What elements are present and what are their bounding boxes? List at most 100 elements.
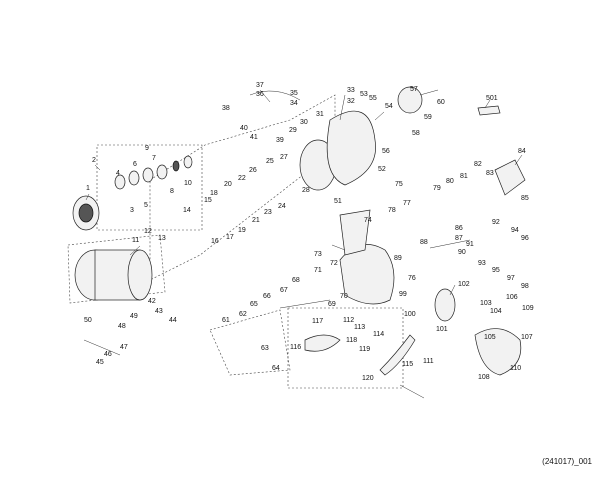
part-number-label: 39	[276, 137, 284, 144]
part-number-label: 54	[385, 103, 393, 110]
part-number-label: 97	[507, 275, 515, 282]
part-number-label: 32	[347, 98, 355, 105]
part-number-label: 81	[460, 173, 468, 180]
part-number-label: 44	[169, 317, 177, 324]
part-number-label: 69	[328, 301, 336, 308]
part-number-label: 72	[330, 260, 338, 267]
part-number-label: 93	[478, 260, 486, 267]
part-number-label: 79	[433, 185, 441, 192]
part-number-label: 40	[240, 125, 248, 132]
tension-cable	[83, 339, 121, 356]
part-number-label: 98	[521, 283, 529, 290]
part-number-label: 76	[408, 275, 416, 282]
part-number-label: 55	[369, 95, 377, 102]
part-number-label: 33	[347, 87, 355, 94]
line-roller	[397, 86, 423, 114]
part-number-label: 15	[204, 197, 212, 204]
part-number-label: 46	[104, 351, 112, 358]
part-number-label: 101	[436, 326, 448, 333]
part-number-label: 58	[412, 130, 420, 137]
part-number-label: 18	[210, 190, 218, 197]
part-number-label: 13	[158, 235, 166, 242]
part-number-label: 66	[263, 293, 271, 300]
part-number-label: 110	[510, 365, 521, 372]
part-number-label: 35	[290, 90, 298, 97]
part-number-label: 115	[402, 361, 413, 368]
part-number-label: 9	[145, 145, 149, 152]
part-number-label: 65	[250, 301, 258, 308]
part-number-label: 92	[492, 219, 500, 226]
part-number-label: 49	[130, 313, 138, 320]
part-number-label: 70	[340, 293, 348, 300]
part-number-label: 53	[360, 91, 368, 98]
part-number-label: 17	[226, 234, 234, 241]
part-number-label: 20	[224, 181, 232, 188]
drag-washers	[114, 155, 193, 190]
spool-assembly-box	[96, 144, 203, 231]
part-number-label: 109	[522, 305, 534, 312]
part-number-label: 37	[256, 82, 264, 89]
part-number-label: 61	[222, 317, 230, 324]
part-number-label: 21	[252, 217, 260, 224]
leader-lines	[85, 89, 523, 399]
part-number-label: 26	[249, 167, 257, 174]
part-number-label: 116	[290, 344, 301, 351]
part-number-label: 24	[278, 203, 286, 210]
part-number-label: 28	[302, 187, 310, 194]
part-number-label: 67	[280, 287, 288, 294]
part-number-label: 102	[458, 281, 470, 288]
part-number-label: 63	[261, 345, 269, 352]
part-number-label: 501	[486, 95, 498, 102]
part-number-label: 5	[144, 202, 148, 209]
part-number-label: 16	[211, 238, 219, 245]
part-number-label: 14	[183, 207, 191, 214]
part-number-label: 29	[289, 127, 297, 134]
drag-knob-center	[78, 203, 94, 223]
part-number-label: 60	[437, 99, 445, 106]
part-number-label: 118	[346, 337, 357, 344]
handle-assembly-box	[287, 307, 404, 389]
part-number-label: 85	[521, 195, 529, 202]
part-number-label: 34	[290, 100, 298, 107]
part-number-label: 48	[118, 323, 126, 330]
part-number-label: 47	[120, 344, 128, 351]
part-number-label: 88	[420, 239, 428, 246]
part-number-label: 51	[334, 198, 342, 205]
side-plate-outline	[209, 309, 291, 376]
part-number-label: 59	[424, 114, 432, 121]
part-labels: 1234567891011121314151617181920212223242…	[84, 82, 534, 382]
part-number-label: 25	[266, 158, 274, 165]
part-number-label: 73	[314, 251, 322, 258]
part-number-label: 112	[343, 317, 354, 324]
part-number-label: 6	[133, 161, 137, 168]
part-number-label: 108	[478, 374, 490, 381]
part-number-label: 119	[359, 346, 370, 353]
handle-knob	[304, 334, 341, 352]
main-shaft	[429, 239, 471, 249]
part-number-label: 114	[373, 331, 384, 338]
part-number-label: 38	[222, 105, 230, 112]
part-number-label: 80	[446, 178, 454, 185]
part-number-label: 117	[312, 318, 323, 325]
bail-arm	[249, 90, 301, 101]
part-number-label: 74	[364, 217, 372, 224]
part-number-label: 41	[250, 134, 258, 141]
part-number-label: 90	[458, 249, 466, 256]
part-number-label: 23	[264, 209, 272, 216]
part-number-label: 84	[518, 148, 526, 155]
spool-rear	[127, 249, 153, 301]
part-number-label: 96	[521, 235, 529, 242]
part-number-label: 11	[132, 237, 139, 244]
part-number-label: 91	[466, 241, 474, 248]
part-number-label: 57	[410, 86, 418, 93]
part-number-label: 45	[96, 359, 104, 366]
part-number-label: 56	[382, 148, 390, 155]
body-cover	[474, 328, 522, 376]
part-number-label: 42	[148, 298, 156, 305]
part-number-label: 22	[238, 175, 246, 182]
part-number-label: 103	[480, 300, 492, 307]
part-number-label: 100	[404, 311, 416, 318]
part-number-label: 86	[455, 225, 463, 232]
part-number-label: 75	[395, 181, 403, 188]
part-number-label: 2	[92, 157, 96, 164]
